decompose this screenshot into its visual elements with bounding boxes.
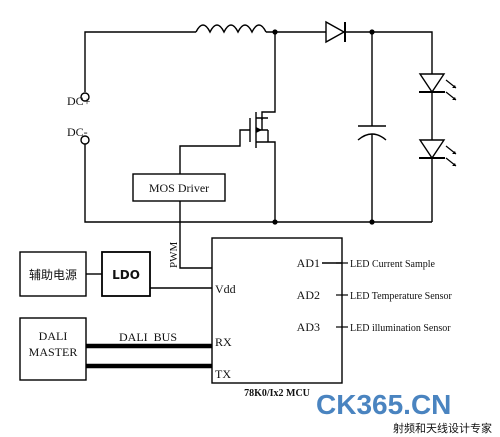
pwm-label: PWM	[168, 242, 180, 269]
dc-minus-terminal	[80, 135, 90, 145]
ad2-pin-label: AD2	[297, 288, 320, 302]
ldo-box	[101, 251, 151, 297]
aux-power-label: 辅助电源	[29, 268, 77, 282]
led-illumination-label: LED illumination Sensor	[350, 323, 451, 334]
junction-dot	[369, 219, 375, 225]
tx-pin-label: TX	[215, 367, 231, 381]
wiring	[19, 24, 433, 384]
bottom-rail	[84, 140, 432, 223]
mosfet-arrow	[256, 127, 262, 133]
pwm-wire	[179, 201, 212, 269]
watermark-logo: CK365.CN 射频和天线设计专家	[316, 389, 492, 435]
watermark-tagline: 射频和天线设计专家	[393, 421, 492, 435]
junction-dot	[272, 219, 278, 225]
diode-symbol	[325, 20, 346, 44]
mosfet-source-wire	[268, 141, 276, 222]
mcu-box	[211, 237, 343, 384]
dc-minus-label: DC-	[67, 125, 88, 139]
gate-drive-wire	[179, 129, 250, 174]
ad-output-lines	[336, 262, 348, 328]
dc-plus-label: DC+	[67, 94, 91, 108]
watermark-brand: CK365.CN	[316, 389, 451, 420]
vdd-pin-label: Vdd	[215, 282, 236, 296]
dali-master-box	[19, 317, 87, 381]
diode-to-led-wire	[345, 31, 433, 55]
dc-plus-terminal	[80, 92, 90, 102]
ldo-label: LDO	[112, 268, 140, 282]
led-current-label: LED Current Sample	[350, 259, 436, 270]
ad1-pin-label: AD1	[297, 256, 320, 270]
junction-dot	[369, 29, 375, 35]
dali-master-label-line1: DALI	[39, 329, 68, 343]
rx-pin-label: RX	[215, 335, 232, 349]
mos-driver-label: MOS Driver	[149, 181, 209, 195]
switch-node-wire	[261, 32, 276, 120]
led-2-symbol	[418, 139, 457, 167]
dali-bus-lines	[86, 343, 212, 369]
top-left-wire	[84, 31, 196, 92]
ad3-pin-label: AD3	[297, 320, 320, 334]
dali-bus-label: DALI BUS	[119, 330, 177, 344]
led-temperature-label: LED Temperature Sensor	[350, 291, 453, 302]
dali-master-label-line2: MASTER	[29, 345, 78, 359]
junctions	[272, 29, 375, 225]
led-1-symbol	[418, 55, 457, 101]
mcu-label: 78K0/Ix2 MCU	[244, 388, 310, 399]
mos-driver-box	[132, 173, 226, 202]
inductor-coil	[195, 24, 267, 34]
junction-dot	[272, 29, 278, 35]
